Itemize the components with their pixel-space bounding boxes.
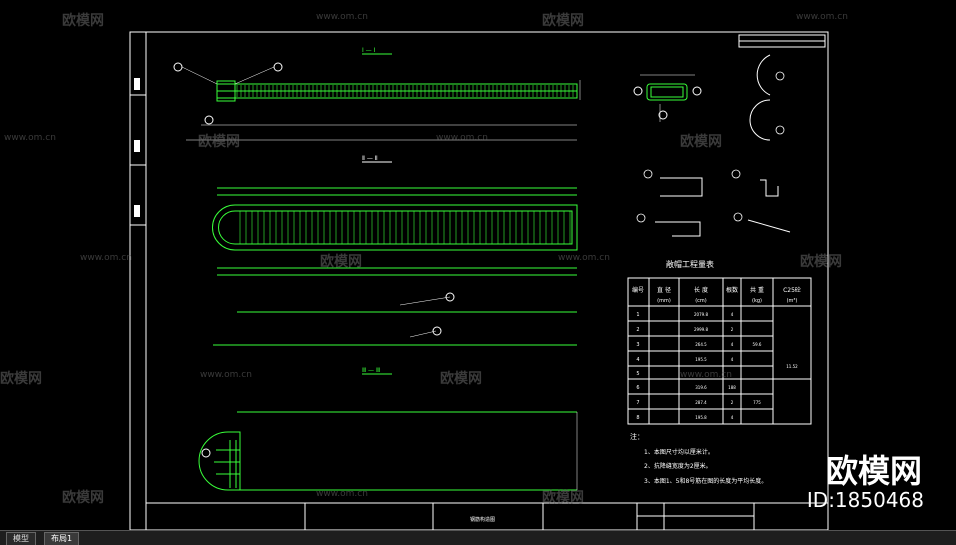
hook-details [655,54,791,237]
table-cell-length: 264.5 [695,342,707,347]
table-unit: (cm) [695,298,707,304]
table-header: 根数 [726,286,738,294]
table-cell-length: 195.8 [695,415,707,420]
table-cell-count: 2 [731,400,734,405]
table-weight: 775 [753,400,761,405]
end-detail [198,411,577,491]
table-cell-no: 5 [636,371,639,377]
brand-id: ID:1850468 [806,488,924,512]
table-cell-no: 4 [636,357,639,363]
title-block-label: 钢筋构造图 [470,516,495,523]
table-cell-length: 2999.8 [694,327,708,332]
tab-layout-1[interactable]: 布局1 [44,532,80,545]
table-cell-length: 287.4 [695,400,707,405]
tab-model[interactable]: 模型 [6,532,36,545]
table-cell-count: 4 [731,357,734,362]
table-title: 敞帽工程量表 [666,259,714,269]
table-header: C25砼 [783,286,801,294]
beam-plan [212,187,578,276]
table-cell-count: 4 [731,415,734,420]
section-label-3: Ⅲ — Ⅲ [362,367,380,374]
note-3: 3、本图1、5和8号筋在图的长度为平均长度。 [644,477,767,485]
table-cell-no: 3 [636,342,639,348]
sheet-border [129,31,829,530]
table-unit: (mm) [657,298,671,304]
table-header: 编号 [632,286,644,294]
table-cell-count: 4 [731,312,734,317]
layout-tab-bar: 模型 布局1 [0,530,956,545]
cross-section [646,83,688,101]
table-cell-no: 6 [636,385,639,391]
cad-viewport[interactable]: 钢筋构造图 Ⅰ — Ⅰ Ⅱ — Ⅱ Ⅲ — Ⅲ [0,0,956,530]
section-label-2: Ⅱ — Ⅱ [362,155,378,162]
quantity-table [627,277,812,425]
table-cell-length: 195.5 [695,357,707,362]
table-cell-no: 1 [636,312,639,318]
table-cell-no: 7 [636,400,639,406]
note-1: 1、本图尺寸均以厘米计。 [644,448,714,456]
table-cell-length: 319.6 [695,385,707,390]
section-label-1: Ⅰ — Ⅰ [362,47,376,54]
brand-name: 欧模网 [825,452,922,490]
note-2: 2、抗降缝宽度为2厘米。 [644,462,712,470]
table-cell-count: 188 [728,385,736,390]
table-concrete: 11.52 [786,364,798,369]
table-unit: (kg) [752,298,762,304]
cad-drawing: 钢筋构造图 Ⅰ — Ⅰ Ⅱ — Ⅱ Ⅲ — Ⅲ [129,31,829,530]
table-header: 共 重 [750,286,764,294]
table-weight: 59.6 [753,342,762,347]
table-unit: (m³) [787,298,798,304]
table-cell-count: 4 [731,342,734,347]
table-cell-count: 2 [731,327,734,332]
table-cell-no: 8 [636,415,639,421]
notes-title: 注： [630,432,644,441]
table-header: 直 径 [657,286,671,294]
table-cell-no: 2 [636,327,639,333]
table-cell-length: 2079.8 [694,312,708,317]
table-header: 长 度 [694,286,708,294]
